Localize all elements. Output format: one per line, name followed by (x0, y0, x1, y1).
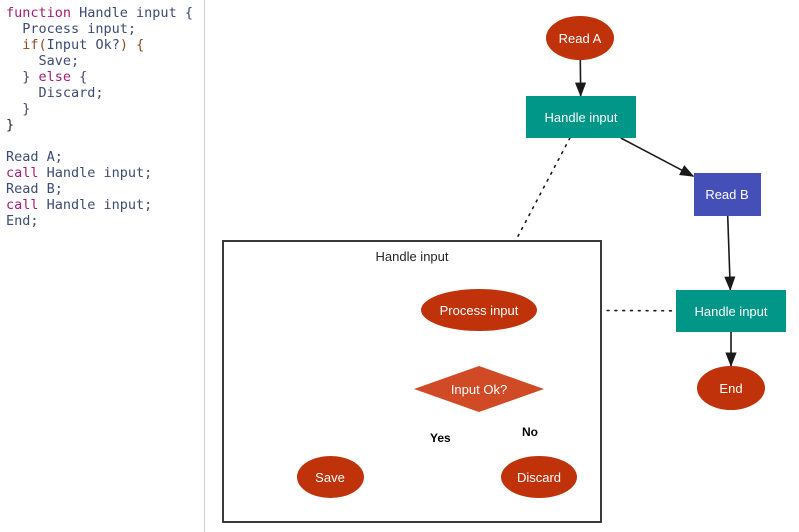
edge-handle1-to-readB (620, 137, 695, 178)
code-token (6, 133, 14, 149)
code-token: Save; (6, 53, 80, 69)
subgraph-title: Handle input (375, 249, 449, 264)
code-token: Handle input { (71, 5, 193, 21)
node-label: Discard (516, 469, 562, 485)
code-line-2: Process input; (6, 21, 193, 37)
code-token: call (6, 197, 39, 213)
code-line-11: call Handle input; (6, 165, 193, 181)
node-label: End (719, 380, 743, 396)
node-readB[interactable]: Read B (693, 172, 761, 216)
node-handle1[interactable]: Handle input (526, 96, 636, 138)
node-label: Handle input (544, 109, 618, 125)
subgraph-handle-input: Handle input (222, 240, 602, 523)
code-token: else (38, 69, 72, 85)
code-line-5: } else { (6, 69, 193, 85)
code-token: Handle input; (38, 197, 153, 213)
node-inputok[interactable]: Input Ok? (414, 366, 544, 412)
code-token: if (22, 37, 39, 53)
node-discard[interactable]: Discard (501, 456, 577, 498)
code-token: } (6, 101, 31, 117)
code-line-1: function Handle input { (6, 5, 193, 21)
code-line-3: if(Input Ok?) { (6, 37, 193, 53)
edge-label-yes: Yes (430, 431, 451, 445)
node-label: Handle input (694, 303, 768, 319)
node-label: Read A (558, 30, 602, 46)
code-token: Process input; (6, 21, 137, 37)
code-token: ( (38, 37, 47, 53)
code-token: Read B; (6, 181, 63, 197)
node-label: Save (315, 469, 345, 485)
code-line-4: Save; (6, 53, 193, 69)
code-token: } (6, 117, 15, 133)
code-line-12: Read B; (6, 181, 193, 197)
code-panel: function Handle input { Process input; i… (0, 0, 205, 532)
code-token: function (6, 5, 72, 21)
code-token: Handle input; (38, 165, 153, 181)
pseudocode-listing: function Handle input { Process input; i… (6, 5, 193, 229)
node-label: Process input (439, 302, 519, 318)
node-label: Input Ok? (450, 381, 508, 397)
code-line-13: call Handle input; (6, 197, 193, 213)
node-process[interactable]: Process input (421, 289, 537, 331)
code-line-8: } (6, 117, 193, 133)
node-label: Read B (705, 186, 749, 202)
diamond-shape (414, 366, 544, 412)
code-token (6, 37, 22, 53)
code-line-7: } (6, 101, 193, 117)
node-readA[interactable]: Read A (546, 16, 614, 60)
code-token: Read A; (6, 149, 63, 165)
code-line-9 (6, 133, 193, 149)
code-token: End; (6, 213, 39, 229)
code-token: { (71, 69, 88, 85)
node-end[interactable]: End (697, 366, 765, 410)
node-save[interactable]: Save (296, 456, 364, 498)
node-handle2[interactable]: Handle input (676, 290, 786, 332)
code-line-6: Discard; (6, 85, 193, 101)
code-token: } (6, 69, 39, 85)
code-line-14: End; (6, 213, 193, 229)
code-token: call (6, 165, 39, 181)
edge-readB-to-handle2 (724, 215, 736, 291)
code-token: Discard; (6, 85, 104, 101)
code-token: ) { (119, 37, 145, 53)
edge-label-no: No (522, 425, 538, 439)
code-token: Input Ok? (46, 37, 120, 53)
code-line-10: Read A; (6, 149, 193, 165)
